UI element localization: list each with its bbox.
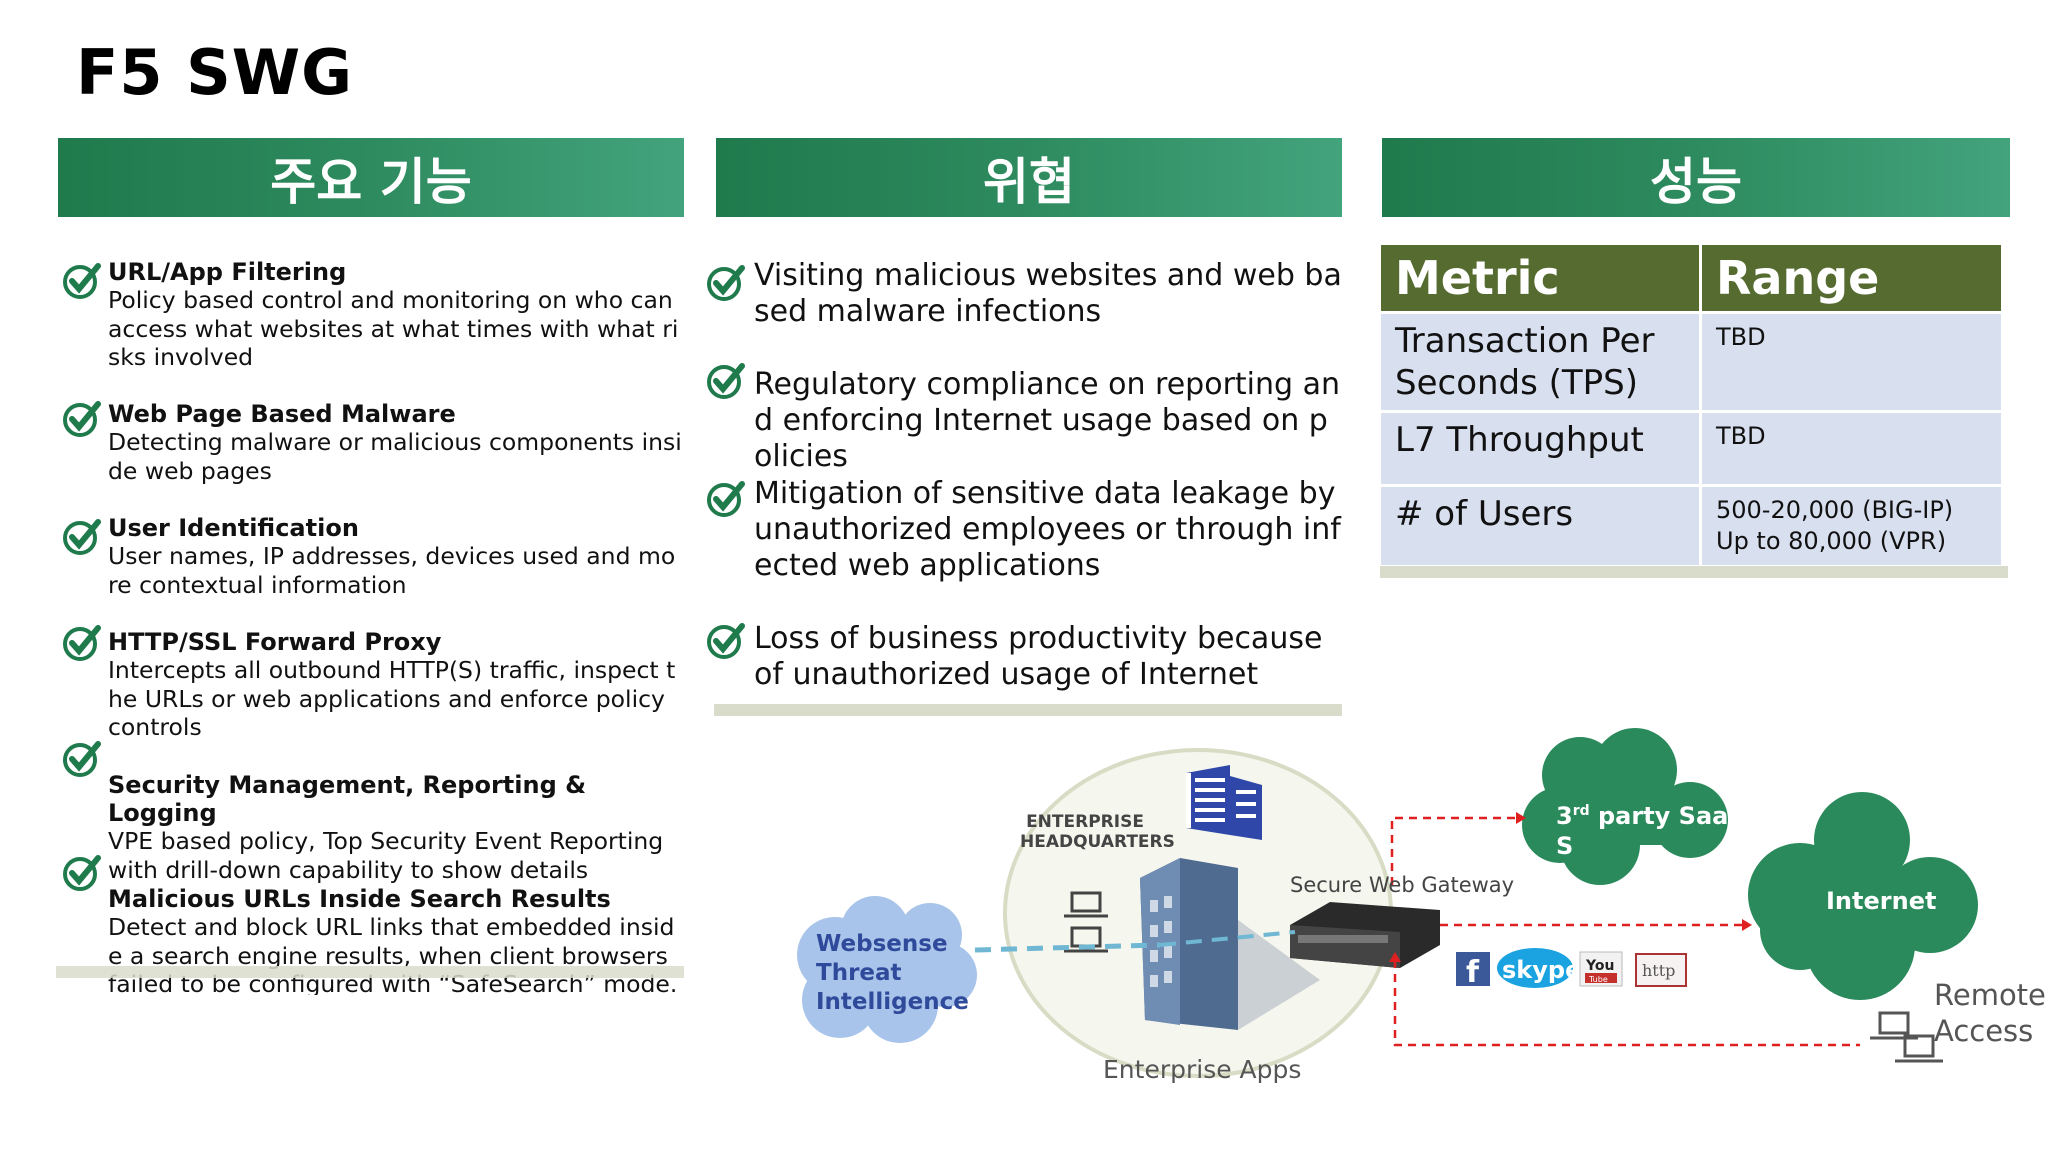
internet-cloud-icon <box>1748 792 1978 1000</box>
hq-line1: ENTERPRISE <box>1026 812 1144 832</box>
apps-label: Enterprise Apps <box>1103 1055 1302 1084</box>
feature-item-security-management: Security Management, Reporting & Logging… <box>108 771 683 884</box>
features-divider <box>56 966 684 978</box>
range-cell: 500-20,000 (BIG-IP) Up to 80,000 (VPR) <box>1699 484 2004 568</box>
feature-description: Detecting malware or malicious component… <box>108 428 682 485</box>
range-cell: TBD <box>1699 410 2004 487</box>
feature-title: Security Management, Reporting & Logging <box>108 771 587 827</box>
check-icon <box>63 263 101 299</box>
feature-item-web-malware: Web Page Based Malware Detecting malware… <box>108 400 683 485</box>
threat-item: Regulatory compliance on reporting and e… <box>754 367 1340 474</box>
metric-cell: Transaction Per Seconds (TPS) <box>1378 311 1702 413</box>
feature-description: User names, IP addresses, devices used a… <box>108 542 676 599</box>
feature-item-user-identification: User Identification User names, IP addre… <box>108 514 683 599</box>
hq-building-icon <box>1186 765 1262 840</box>
table-row: L7 Throughput TBD <box>1378 410 2004 487</box>
saas-rest: party Saa <box>1589 802 1729 830</box>
feature-description: VPE based policy, Top Security Event Rep… <box>108 827 664 884</box>
range-header: Range <box>1699 242 2004 314</box>
metric-cell: # of Users <box>1378 484 1702 568</box>
http-text: http <box>1642 961 1675 980</box>
hq-line2: HEADQUARTERS <box>1020 832 1175 852</box>
range-value: 500-20,000 (BIG-IP) <box>1716 496 1954 524</box>
feature-title: Malicious URLs Inside Search Results <box>108 885 611 913</box>
threat-item: Loss of business productivity because of… <box>754 621 1323 692</box>
network-diagram: f skype You Tube http <box>797 728 1978 1078</box>
feature-item-forward-proxy: HTTP/SSL Forward Proxy Intercepts all ou… <box>108 628 683 742</box>
check-icon <box>63 401 101 437</box>
check-icon <box>63 625 101 661</box>
facebook-glyph: f <box>1466 955 1480 990</box>
youtube-tube: Tube <box>1588 975 1608 984</box>
page-title: F5 SWG <box>76 36 354 109</box>
check-icon <box>707 265 745 301</box>
performance-header: 성능 <box>1382 138 2010 217</box>
check-icon <box>707 623 745 659</box>
feature-title: User Identification <box>108 514 359 542</box>
remote-access-label: Remote Access <box>1934 977 2046 1049</box>
check-icon <box>63 519 101 555</box>
facebook-icon <box>1456 952 1490 986</box>
range-value: TBD <box>1716 422 1766 450</box>
internet-label: Internet <box>1826 887 1937 915</box>
table-header-row: Metric Range <box>1378 242 2004 314</box>
feature-title: URL/App Filtering <box>108 258 347 286</box>
remote-line2: Access <box>1934 1014 2034 1048</box>
feature-description: Detect and block URL links that embedded… <box>108 913 678 995</box>
feature-title: Web Page Based Malware <box>108 400 456 428</box>
metric-header: Metric <box>1378 242 1702 314</box>
saas-cloud-icon <box>1522 728 1728 885</box>
feature-description: Intercepts all outbound HTTP(S) traffic,… <box>108 656 676 741</box>
skype-icon <box>1497 948 1573 988</box>
http-icon <box>1635 953 1687 987</box>
metric-cell: L7 Throughput <box>1378 410 1702 487</box>
feature-description: Policy based control and monitoring on w… <box>108 286 679 371</box>
connector-lines <box>1390 816 1860 1047</box>
check-icon <box>707 363 745 399</box>
table-row: Transaction Per Seconds (TPS) TBD <box>1378 311 2004 413</box>
range-cell: TBD <box>1699 311 2004 413</box>
websense-line1: Websense <box>816 931 948 957</box>
saas-sup: rd <box>1572 803 1590 819</box>
check-icon <box>63 855 101 891</box>
range-value: Up to 80,000 (VPR) <box>1716 527 1947 555</box>
threat-item: Visiting malicious websites and web base… <box>754 258 1342 329</box>
remote-laptop-icon <box>1870 1011 1943 1063</box>
saas-label: 3rd party Saa S <box>1556 796 1728 861</box>
performance-divider <box>1380 566 2008 578</box>
websense-line2: Threat <box>816 960 902 986</box>
hq-label: ENTERPRISE HEADQUARTERS <box>1020 812 1175 852</box>
threats-divider <box>714 704 1342 716</box>
swg-label: Secure Web Gateway <box>1290 873 1515 897</box>
threats-header: 위협 <box>716 138 1342 217</box>
feature-item-malicious-urls: Malicious URLs Inside Search Results Det… <box>108 885 683 995</box>
features-header: 주요 기능 <box>58 138 684 217</box>
youtube-you: You <box>1585 958 1614 974</box>
range-value: TBD <box>1716 323 1766 351</box>
threat-item: Mitigation of sensitive data leakage by … <box>754 476 1341 583</box>
appliance-icon <box>1290 902 1440 968</box>
check-icon <box>63 741 101 777</box>
table-row: # of Users 500-20,000 (BIG-IP) Up to 80,… <box>1378 484 2004 568</box>
performance-table: Metric Range Transaction Per Seconds (TP… <box>1378 242 2004 568</box>
saas-line2: S <box>1556 832 1574 860</box>
feature-item-url-filtering: URL/App Filtering Policy based control a… <box>108 258 683 372</box>
skype-text: skype <box>1502 956 1581 984</box>
saas-prefix: 3 <box>1556 802 1573 830</box>
websense-cloud-icon <box>797 896 977 1043</box>
check-icon <box>707 481 745 517</box>
websense-line3: Intelligence <box>816 989 969 1015</box>
remote-line1: Remote <box>1934 978 2046 1012</box>
feature-title: HTTP/SSL Forward Proxy <box>108 628 442 656</box>
websense-label: Websense Threat Intelligence <box>816 930 969 1017</box>
